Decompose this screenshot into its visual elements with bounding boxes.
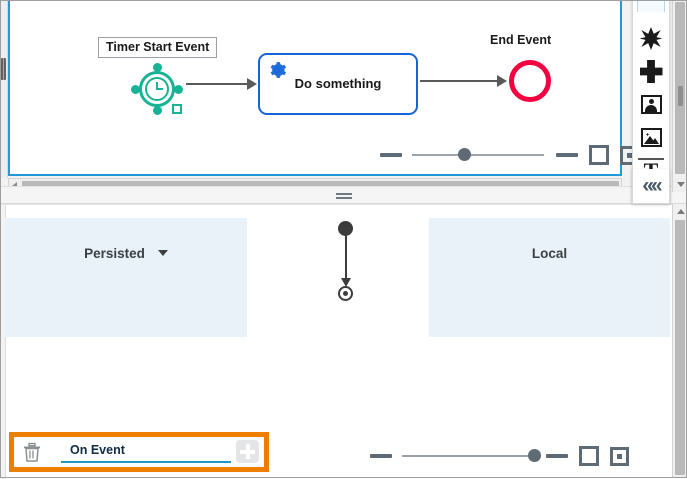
- region-local-label: Local: [531, 246, 568, 261]
- uml-editor-panel: Persisted Local: [0, 204, 687, 479]
- end-event-label: End Event: [490, 33, 552, 47]
- event-name-input[interactable]: On Event: [61, 442, 231, 463]
- sequence-flow-1[interactable]: [186, 83, 248, 85]
- uml-flow-group: [330, 215, 360, 305]
- fit-to-screen-icon[interactable]: [579, 446, 599, 466]
- timer-hand-vertical: [156, 82, 158, 90]
- scrollbar-thumb[interactable]: [675, 220, 685, 475]
- uml-zoom-toolbar: [370, 445, 629, 467]
- trash-icon[interactable]: [23, 442, 41, 462]
- uml-vertical-scrollbar[interactable]: [672, 204, 687, 478]
- chevron-down-icon[interactable]: [157, 250, 168, 256]
- event-editor-bar: On Event: [9, 432, 269, 472]
- final-node[interactable]: [338, 286, 353, 301]
- bpmn-zoom-toolbar: [380, 144, 639, 166]
- left-gutter: [0, 0, 8, 178]
- timer-start-event[interactable]: [128, 60, 186, 118]
- image-icon: [640, 128, 662, 147]
- timer-clock-icon: [145, 77, 169, 101]
- start-event-label[interactable]: Timer Start Event: [98, 37, 218, 58]
- panel-splitter-handle-right[interactable]: [678, 86, 683, 106]
- task-do-something[interactable]: Do something: [258, 53, 418, 115]
- fit-to-screen-icon[interactable]: [589, 145, 609, 165]
- selection-handle-bottom[interactable]: [152, 106, 162, 115]
- shape-palette: T: [632, 0, 670, 202]
- palette-item-partial[interactable]: [633, 0, 669, 22]
- palette-item-cross[interactable]: [633, 55, 669, 88]
- palette-item-portrait[interactable]: [633, 88, 669, 121]
- palette-item-star[interactable]: [633, 22, 669, 55]
- resize-handle-corner[interactable]: [172, 104, 182, 114]
- uml-transition-arrowhead: [341, 278, 351, 287]
- task-label: Do something: [294, 76, 382, 91]
- sequence-flow-2[interactable]: [420, 80, 498, 82]
- end-event[interactable]: [509, 60, 551, 102]
- add-event-button[interactable]: [236, 440, 259, 463]
- selection-handle-top[interactable]: [152, 63, 162, 72]
- zoom-slider-track[interactable]: [402, 449, 541, 462]
- sequence-flow-1-arrowhead: [247, 78, 257, 90]
- palette-divider: [638, 158, 664, 160]
- zoom-out-icon[interactable]: [380, 153, 402, 157]
- timer-hand-horizontal: [157, 88, 163, 90]
- region-local[interactable]: Local: [429, 218, 670, 337]
- selection-handle-right[interactable]: [174, 84, 183, 94]
- gear-icon: [270, 62, 287, 78]
- uml-left-gutter: [0, 205, 6, 479]
- scroll-up-arrow-icon[interactable]: [677, 209, 685, 214]
- zoom-in-icon[interactable]: [546, 445, 568, 467]
- sequence-flow-2-arrowhead: [497, 75, 507, 87]
- event-name-value: On Event: [70, 443, 125, 457]
- center-diagram-icon[interactable]: [610, 446, 629, 466]
- palette-collapse-button[interactable]: ««: [632, 169, 670, 204]
- event-editor-inner: On Event: [14, 437, 264, 467]
- splitter-grip-icon[interactable]: [336, 193, 352, 199]
- bpmn-editor-panel: Timer Start Event Do something: [0, 0, 687, 192]
- input-underline: [61, 461, 231, 463]
- zoom-slider-knob[interactable]: [527, 449, 541, 462]
- scrollbar-thumb[interactable]: [22, 181, 619, 190]
- bpmn-canvas[interactable]: Timer Start Event Do something: [8, 0, 639, 176]
- initial-node[interactable]: [338, 221, 353, 236]
- panel-splitter[interactable]: [0, 186, 687, 204]
- uml-transition-line[interactable]: [345, 235, 347, 283]
- star-icon: [639, 27, 663, 50]
- zoom-in-icon[interactable]: [556, 144, 578, 166]
- zoom-out-icon[interactable]: [370, 454, 392, 458]
- region-persisted[interactable]: Persisted: [5, 218, 247, 337]
- panel-splitter-handle-left[interactable]: [1, 58, 6, 80]
- zoom-slider-knob[interactable]: [458, 148, 472, 161]
- partial-shape-icon: [637, 0, 665, 12]
- cross-icon: [639, 60, 663, 83]
- scroll-down-arrow-icon[interactable]: [677, 182, 685, 187]
- region-persisted-title: Persisted: [5, 246, 247, 261]
- bpmn-vertical-scrollbar[interactable]: [672, 0, 687, 192]
- region-persisted-label: Persisted: [84, 246, 145, 261]
- palette-item-image[interactable]: [633, 121, 669, 154]
- start-event-circle: [139, 71, 175, 107]
- zoom-slider-track[interactable]: [412, 148, 544, 161]
- region-local-title: Local: [429, 246, 670, 261]
- portrait-image-icon: [640, 95, 662, 114]
- selection-handle-left[interactable]: [131, 84, 140, 94]
